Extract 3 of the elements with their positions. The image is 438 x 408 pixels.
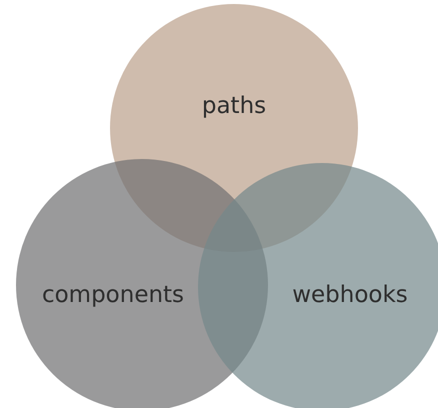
circle-label: components <box>42 282 184 308</box>
circle-label: webhooks <box>292 282 408 308</box>
circle-label: paths <box>202 93 266 119</box>
